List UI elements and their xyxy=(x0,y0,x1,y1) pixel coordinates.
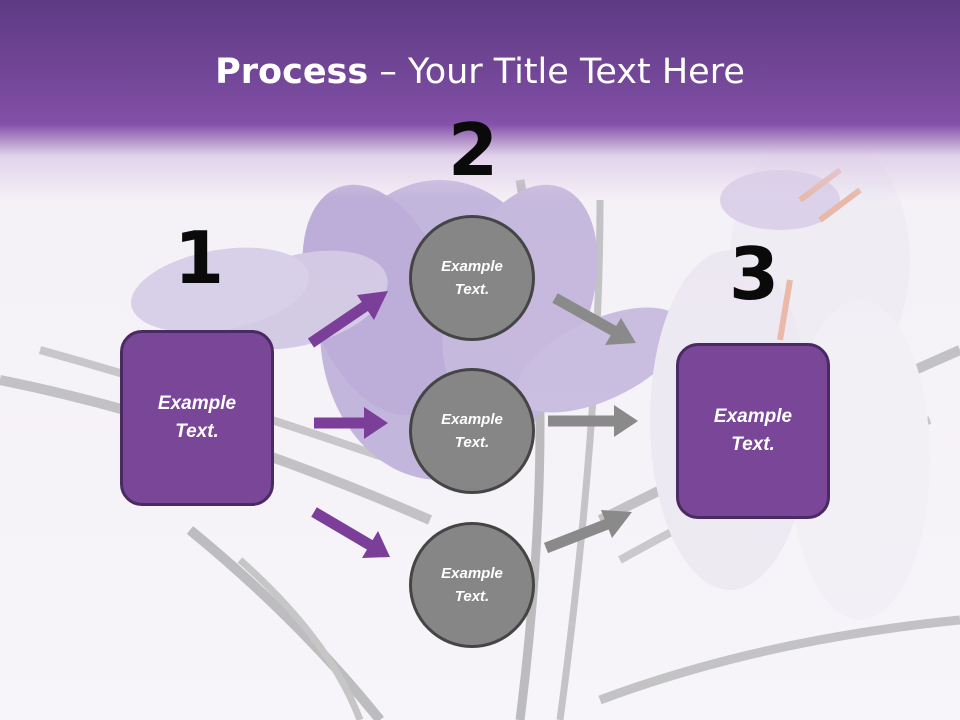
title-rest: – Your Title Text Here xyxy=(368,52,745,92)
step-number-3: 3 xyxy=(728,232,780,316)
step-number-1: 1 xyxy=(173,216,225,300)
title-bold: Process xyxy=(215,52,369,92)
arrow-left-to-middle xyxy=(314,407,388,439)
arrow-middle-to-right xyxy=(548,405,638,437)
step-number-2: 2 xyxy=(447,108,499,192)
header-band xyxy=(0,0,960,200)
arrow-top-to-right xyxy=(552,293,636,345)
arrow-left-to-bottom xyxy=(311,507,390,558)
slide-title: Process – Your Title Text Here xyxy=(0,52,960,92)
arrow-left-to-top xyxy=(307,291,388,348)
arrow-bottom-to-right xyxy=(543,510,632,554)
